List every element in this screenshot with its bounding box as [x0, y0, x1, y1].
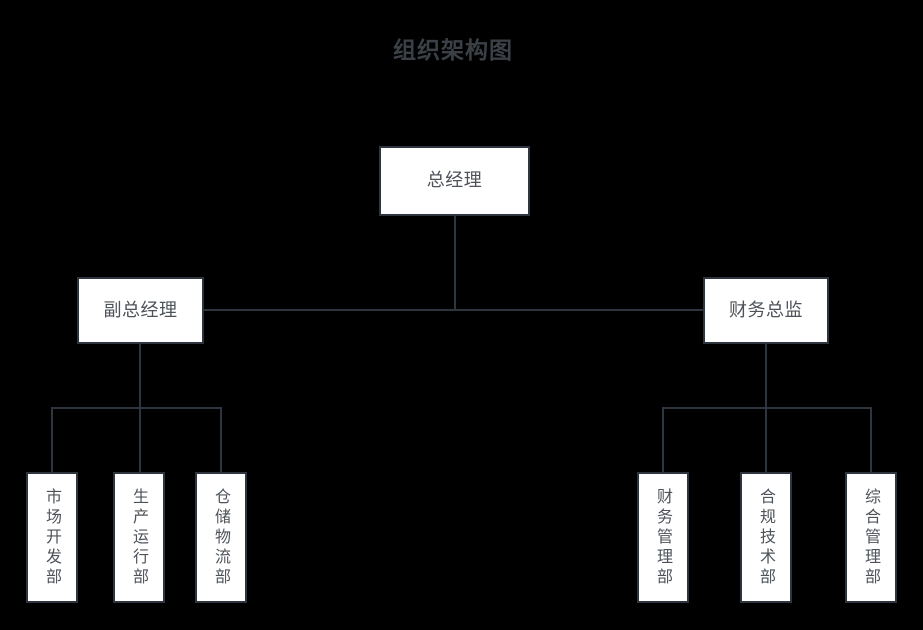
node-dept-general-management[interactable]: 综合管理部 — [845, 472, 897, 603]
node-deputy-general-manager-label: 副总经理 — [103, 299, 178, 321]
node-dept-compliance-technology[interactable]: 合规技术部 — [740, 472, 792, 603]
connector-right-departments-horizontal — [662, 407, 872, 409]
node-dept-warehouse-logistics[interactable]: 仓储物流部 — [195, 472, 247, 603]
node-finance-director-label: 财务总监 — [729, 299, 803, 321]
node-dept-production-operations[interactable]: 生产运行部 — [113, 472, 165, 603]
node-deputy-general-manager[interactable]: 副总经理 — [77, 277, 204, 344]
node-dept-warehouse-logistics-label: 仓储物流部 — [212, 487, 231, 588]
node-dept-production-operations-label: 生产运行部 — [130, 487, 149, 588]
chart-title: 组织架构图 — [393, 38, 513, 64]
node-finance-director[interactable]: 财务总监 — [703, 277, 829, 344]
connector-root-vertical — [454, 216, 456, 311]
node-dept-financial-management[interactable]: 财务管理部 — [637, 472, 689, 603]
node-general-manager[interactable]: 总经理 — [379, 146, 530, 216]
connector-right-drop-3 — [870, 407, 872, 472]
node-dept-market-development[interactable]: 市场开发部 — [26, 472, 78, 603]
node-dept-compliance-technology-label: 合规技术部 — [757, 487, 776, 588]
node-dept-financial-management-label: 财务管理部 — [654, 487, 673, 588]
connector-left-drop-1 — [51, 407, 53, 472]
connector-left-drop-3 — [220, 407, 222, 472]
node-general-manager-label: 总经理 — [426, 170, 483, 191]
node-dept-market-development-label: 市场开发部 — [43, 487, 62, 588]
connector-left-departments-horizontal — [51, 407, 222, 409]
node-dept-general-management-label: 综合管理部 — [862, 487, 881, 588]
connector-right-drop-1 — [662, 407, 664, 472]
connector-level2-horizontal — [203, 309, 705, 311]
